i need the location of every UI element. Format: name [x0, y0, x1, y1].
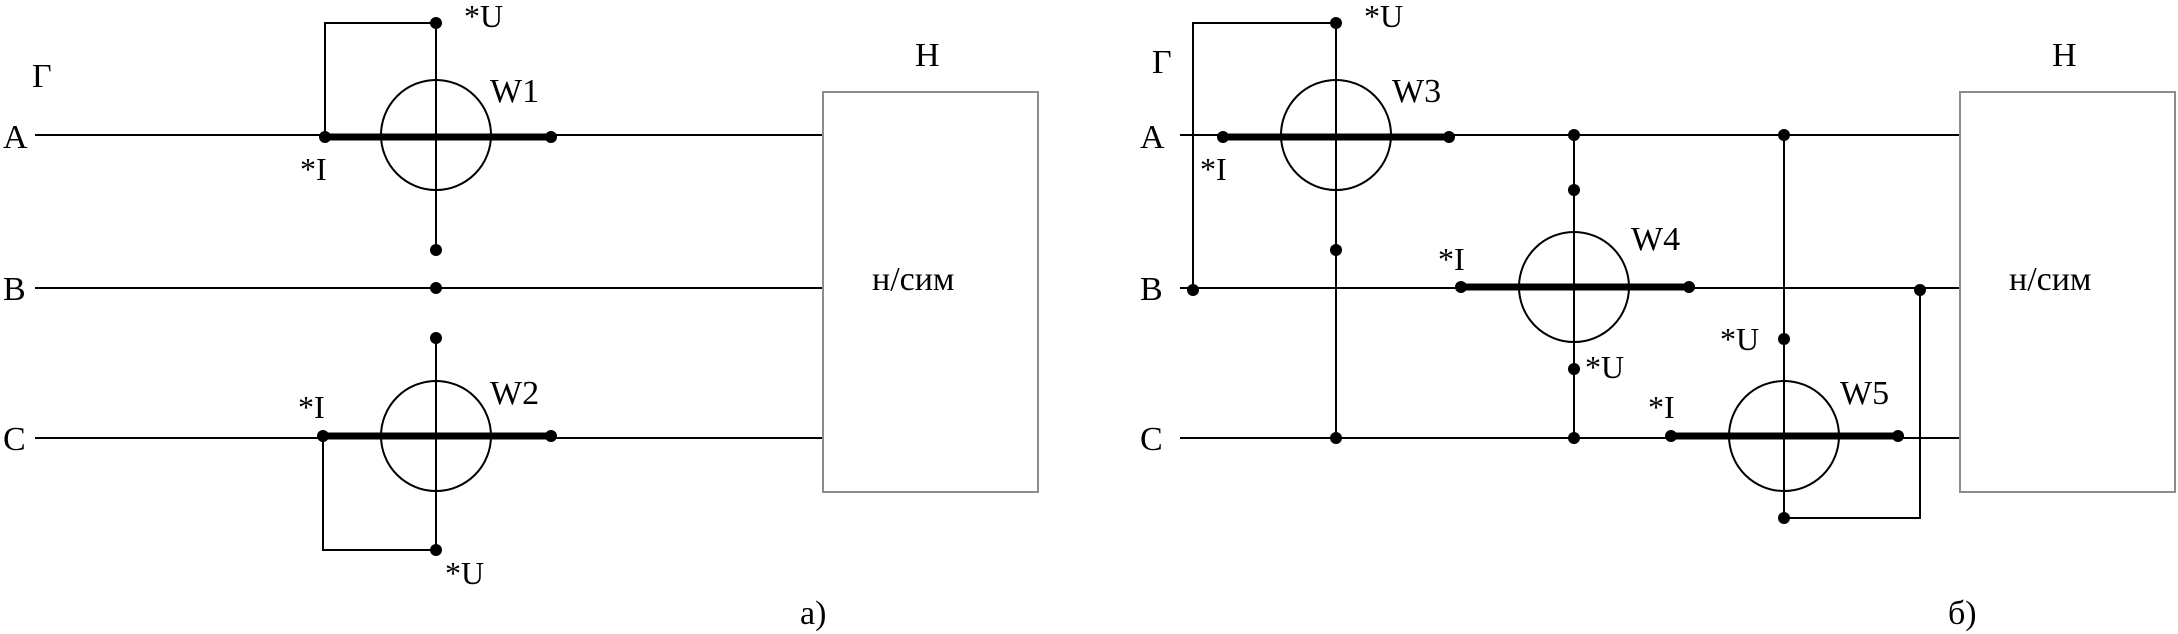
nodes-a	[317, 17, 557, 556]
phase-c-label-b: C	[1140, 421, 1163, 458]
w2-current-terminal-label: *I	[298, 389, 325, 425]
w5-voltage-terminal-label: *U	[1720, 321, 1759, 357]
diagram-a: Г Н н/сим A B C W1 W2 *U *I *I *U а)	[3, 0, 1039, 632]
phase-b-label-a: B	[3, 271, 26, 308]
phase-b-label-b: B	[1140, 271, 1163, 308]
load-label-a: Н	[915, 37, 940, 74]
w4-current-terminal-label: *I	[1438, 241, 1465, 277]
load-label-b: Н	[2052, 37, 2077, 74]
generator-label-a: Г	[32, 58, 52, 95]
nodes-b	[1187, 17, 1926, 524]
w4-voltage-terminal-label: *U	[1585, 349, 1624, 385]
w2-voltage-terminal-label: *U	[445, 555, 484, 591]
load-type-a: н/сим	[872, 261, 954, 298]
diagram-b: Г Н н/сим A B C W3 W4 W5 *U *I *I *U *U …	[1140, 0, 2176, 632]
w2-label: W2	[490, 375, 539, 412]
w3-current-terminal-label: *I	[1200, 151, 1227, 187]
phase-c-label-a: C	[3, 421, 26, 458]
w5-label: W5	[1840, 375, 1889, 412]
w3-voltage-terminal-label: *U	[1364, 0, 1403, 34]
w5-current-terminal-label: *I	[1648, 389, 1675, 425]
load-type-b: н/сим	[2009, 261, 2091, 298]
load-box-a	[822, 91, 1039, 493]
w1-label: W1	[490, 73, 539, 110]
load-box-b	[1959, 91, 2176, 493]
phase-a-label-b: A	[1140, 119, 1165, 156]
w2-voltage-loop	[322, 436, 436, 551]
w1-current-terminal-label: *I	[300, 151, 327, 187]
w3-voltage-loop	[1192, 22, 1336, 288]
w1-voltage-loop	[324, 22, 436, 135]
phase-a-label-a: A	[3, 119, 28, 156]
generator-label-b: Г	[1152, 44, 1172, 81]
caption-a: а)	[800, 595, 826, 632]
w5-voltage-loop	[1784, 290, 1921, 519]
w3-label: W3	[1392, 73, 1441, 110]
w1-voltage-terminal-label: *U	[464, 0, 503, 34]
w4-label: W4	[1631, 221, 1680, 258]
caption-b: б)	[1948, 595, 1977, 632]
